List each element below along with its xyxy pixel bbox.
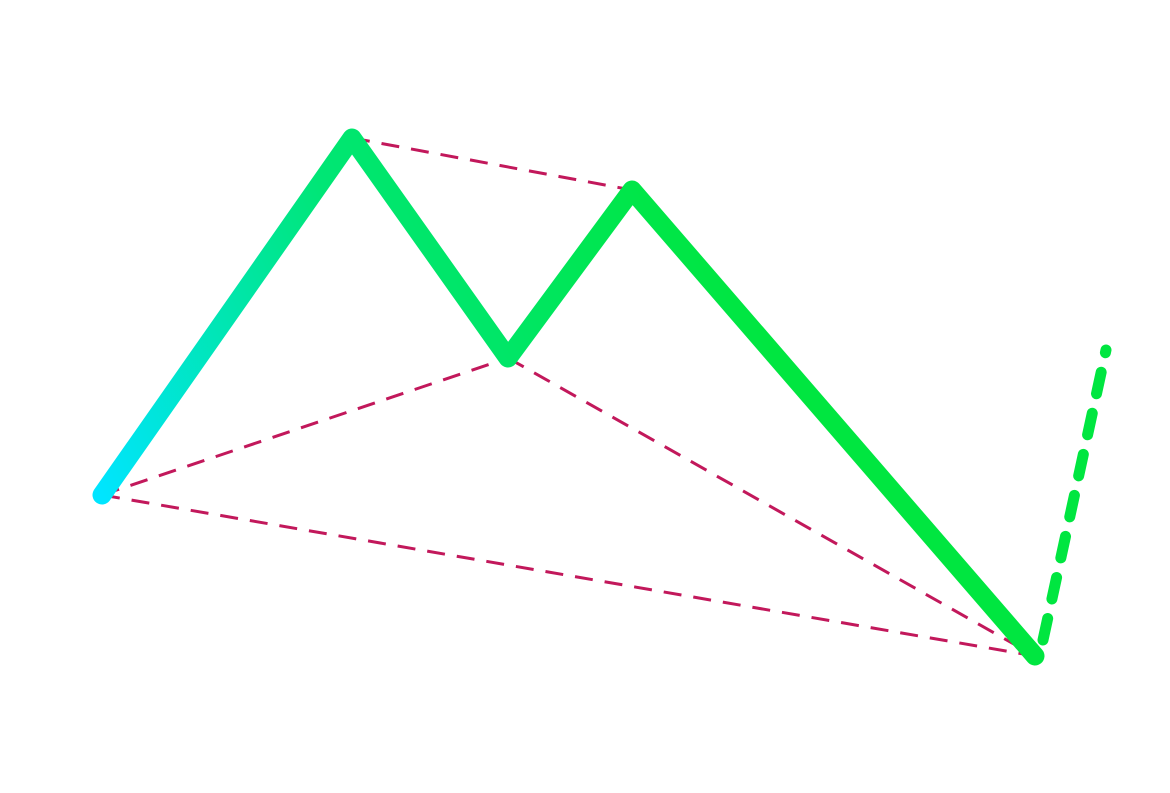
zigzag-line xyxy=(92,128,1045,666)
dashed-connectors xyxy=(101,136,1036,658)
projection-group xyxy=(1037,344,1112,646)
dashed-connector-start-to-trough xyxy=(101,356,509,497)
dashed-connector-trough-to-low xyxy=(507,356,1036,658)
zigzag-price-path xyxy=(92,128,1045,666)
projection-dashed-line xyxy=(1037,344,1112,646)
dashed-connector-start-to-low xyxy=(101,493,1036,658)
dashed-connector-peak-1-to-peak-2 xyxy=(351,136,633,192)
